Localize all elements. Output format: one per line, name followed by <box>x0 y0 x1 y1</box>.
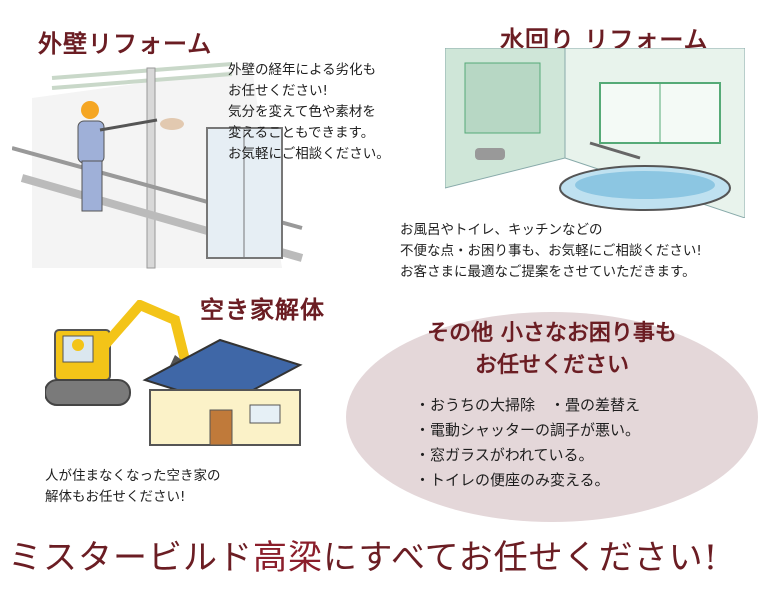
water-line: お客さまに最適なご提案をさせていただきます。 <box>400 264 696 280</box>
water-description: お風呂やトイレ、キッチンなどの 不便な点・お困り事も、お気軽にご相談ください! … <box>400 220 702 283</box>
exterior-line: 気分を変えて色や素材を <box>228 104 376 120</box>
footer-city: 高梁 <box>253 538 323 578</box>
other-background <box>346 312 758 522</box>
list-item: ・おうちの大掃除 ・畳の差替え <box>415 396 641 414</box>
exterior-line: 外壁の経年による劣化も <box>228 62 377 78</box>
list-item: ・窓ガラスがわれている。 <box>415 446 594 464</box>
exterior-line: お気軽にご相談ください。 <box>228 146 390 162</box>
exterior-painting-illustration <box>12 62 304 269</box>
exterior-line: お任せください! <box>228 83 328 99</box>
footer-tagline: ミスタービルド高梁にすべてお任せください! <box>8 530 718 579</box>
other-title-line: お任せください <box>474 353 629 378</box>
footer-company: ミスタービルド <box>8 538 253 578</box>
demolition-line: 人が住まなくなった空き家の <box>45 468 221 484</box>
exterior-title: 外壁リフォーム <box>38 30 213 58</box>
bathroom-illustration <box>445 48 745 218</box>
demolition-line: 解体もお任せください! <box>45 489 186 505</box>
other-title-line: その他 小さなお困り事も <box>427 321 677 346</box>
excavator-demolition-illustration <box>45 300 303 446</box>
exterior-description: 外壁の経年による劣化も お任せください! 気分を変えて色や素材を 変えることもで… <box>228 60 390 165</box>
list-item: ・トイレの便座のみ変える。 <box>415 471 610 489</box>
water-line: お風呂やトイレ、キッチンなどの <box>400 222 603 238</box>
water-line: 不便な点・お困り事も、お気軽にご相談ください! <box>400 243 702 259</box>
other-list: ・おうちの大掃除 ・畳の差替え ・電動シャッターの調子が悪い。 ・窓ガラスがわれ… <box>415 393 640 493</box>
footer-message: にすべてお任せください! <box>323 538 719 578</box>
demolition-description: 人が住まなくなった空き家の 解体もお任せください! <box>45 466 221 508</box>
exterior-line: 変えることもできます。 <box>228 125 375 141</box>
other-title: その他 小さなお困り事も お任せください <box>346 318 758 382</box>
list-item: ・電動シャッターの調子が悪い。 <box>415 421 641 439</box>
demolition-title: 空き家解体 <box>200 296 325 324</box>
